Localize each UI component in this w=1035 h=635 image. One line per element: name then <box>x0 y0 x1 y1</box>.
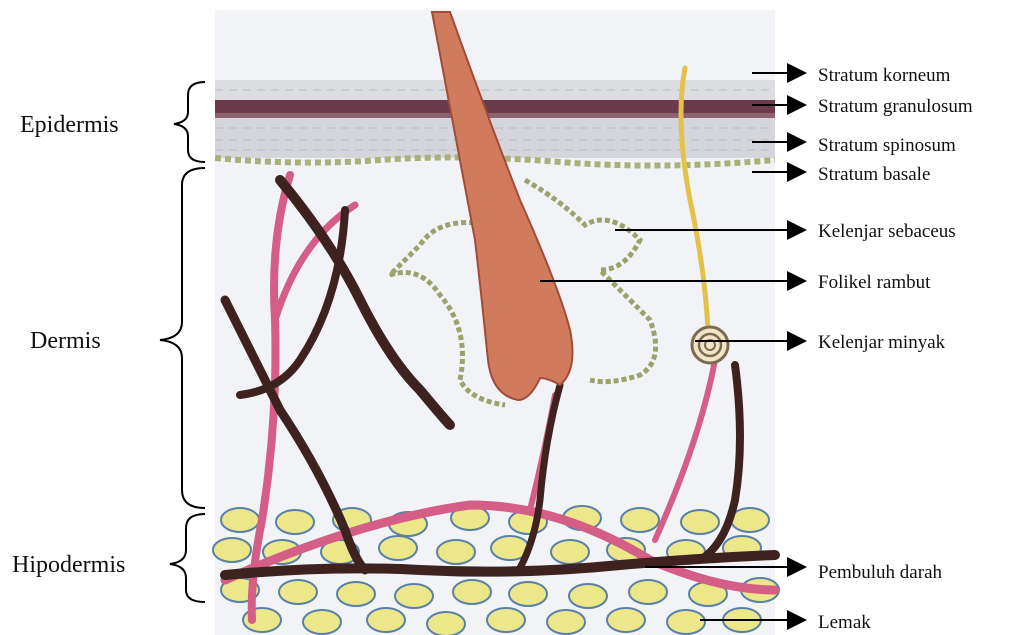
stratum-granulosum-layer <box>215 100 775 114</box>
fat-cell <box>367 608 405 632</box>
left-brackets <box>160 82 205 602</box>
label-dermis: Dermis <box>30 328 101 354</box>
fat-cell <box>509 582 547 606</box>
fat-cell <box>569 584 607 608</box>
dermis-bracket <box>160 168 205 508</box>
label-stratum-basale: Stratum basale <box>818 164 930 185</box>
epidermis-bracket <box>174 82 205 162</box>
label-hipodermis: Hipodermis <box>12 552 125 578</box>
fat-cell <box>731 508 769 532</box>
fat-cell <box>681 510 719 534</box>
hipodermis-bracket <box>170 514 205 602</box>
fat-cell <box>213 538 251 562</box>
label-pembuluh-darah: Pembuluh darah <box>818 562 943 583</box>
label-lemak: Lemak <box>818 612 871 633</box>
fat-cell <box>621 508 659 532</box>
fat-cell <box>667 610 705 634</box>
fat-cell <box>303 610 341 634</box>
stratum-korneum-layer <box>215 80 775 102</box>
fat-cell <box>221 508 259 532</box>
fat-cell <box>276 510 314 534</box>
label-stratum-granulosum: Stratum granulosum <box>818 96 973 117</box>
label-stratum-korneum: Stratum korneum <box>818 65 951 86</box>
fat-cell <box>337 582 375 606</box>
fat-cell <box>279 580 317 604</box>
label-epidermis: Epidermis <box>20 112 119 138</box>
label-folikel-rambut: Folikel rambut <box>818 272 931 293</box>
label-kelenjar-sebaceus: Kelenjar sebaceus <box>818 221 956 242</box>
fat-cell <box>487 608 525 632</box>
fat-cell <box>607 608 645 632</box>
label-kelenjar-minyak: Kelenjar minyak <box>818 332 946 353</box>
fat-cell <box>629 580 667 604</box>
fat-cell <box>547 610 585 634</box>
fat-cell <box>437 540 475 564</box>
fat-cell <box>427 612 465 635</box>
fat-cell <box>551 540 589 564</box>
label-stratum-spinosum: Stratum spinosum <box>818 135 956 156</box>
coiled-oil-gland <box>692 327 728 363</box>
fat-cell <box>379 536 417 560</box>
fat-cell <box>453 580 491 604</box>
fat-cell <box>395 584 433 608</box>
